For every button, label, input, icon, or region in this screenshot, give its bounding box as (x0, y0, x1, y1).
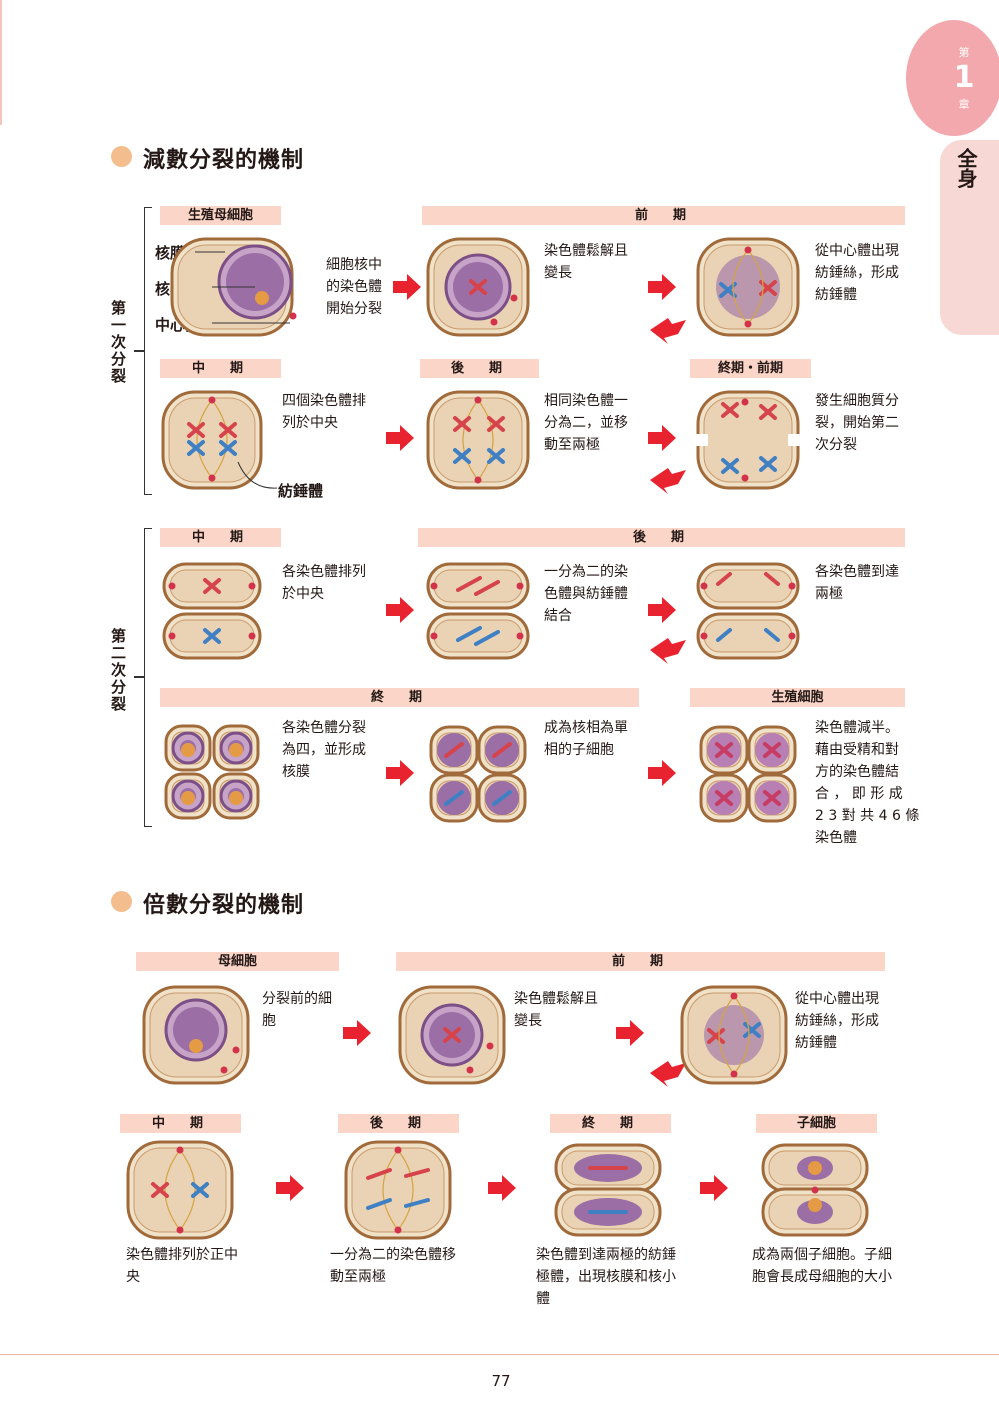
centrosome-icon (431, 633, 438, 640)
centrosome-icon (177, 1227, 184, 1234)
centrosome-icon (290, 313, 297, 320)
cell-cytoplasm (434, 620, 522, 652)
arrow-icon (648, 760, 676, 786)
centrosome-icon (475, 477, 482, 484)
arrow-icon (616, 1020, 644, 1046)
cell-cytoplasm (352, 1148, 444, 1232)
cell-cytoplasm (134, 1148, 226, 1232)
centrosome-icon (209, 475, 216, 482)
centrosome-icon (395, 1147, 402, 1154)
nucleoplasm (226, 253, 284, 311)
centrosome-icon (233, 1047, 240, 1054)
centrosome-icon (395, 1227, 402, 1234)
cell-cytoplasm (704, 570, 792, 602)
arrow-icon (648, 597, 676, 623)
centrosome-icon (249, 583, 256, 590)
arrow-icon (650, 468, 686, 494)
centrosome-icon (812, 1187, 819, 1194)
centrosome-icon (517, 633, 524, 640)
centrosome-icon (789, 583, 796, 590)
centrosome-icon (169, 583, 176, 590)
centrosome-icon (491, 319, 498, 326)
centrosome-icon (467, 1067, 474, 1074)
arrow-icon (648, 274, 676, 300)
nucleolus (808, 1161, 822, 1175)
nucleolus (229, 791, 243, 805)
cleavage-furrow (788, 434, 804, 446)
nucleolus (808, 1198, 822, 1212)
centrosome-icon (221, 1067, 228, 1074)
arrow-icon (386, 597, 414, 623)
centrosome-icon (517, 583, 524, 590)
nucleolus (189, 1039, 203, 1053)
arrow-icon (276, 1175, 304, 1201)
footer-line (0, 1354, 999, 1355)
centrosome-icon (209, 397, 216, 404)
arrow-icon (386, 425, 414, 451)
centrosome-icon (487, 1043, 494, 1050)
centrosome-icon (742, 475, 749, 482)
arrow-icon (650, 638, 686, 664)
cell-cytoplasm (434, 570, 522, 602)
arrow-icon (393, 274, 421, 300)
centrosome-icon (249, 633, 256, 640)
centrosome-icon (731, 1071, 738, 1078)
arrow-icon (650, 1061, 686, 1087)
centrosome-icon (177, 1147, 184, 1154)
cleavage-furrow (692, 434, 708, 446)
centrosome-icon (789, 633, 796, 640)
page-number: 77 (489, 1372, 513, 1390)
centrosome-icon (742, 399, 749, 406)
centrosome-icon (745, 247, 752, 254)
centrosome-icon (431, 583, 438, 590)
nucleolus (181, 791, 195, 805)
centrosome-icon (475, 397, 482, 404)
centrosome-icon (731, 993, 738, 1000)
arrow-icon (650, 318, 686, 344)
centrosome-icon (701, 583, 708, 590)
nucleolus (255, 291, 269, 305)
arrow-icon (386, 760, 414, 786)
cell-cytoplasm (704, 398, 792, 482)
nucleolus (229, 743, 243, 757)
cell-cytoplasm (434, 398, 522, 482)
arrow-icon (648, 425, 676, 451)
arrow-icon (488, 1175, 516, 1201)
centrosome-icon (701, 633, 708, 640)
nucleolus (181, 743, 195, 757)
centrosome-icon (169, 633, 176, 640)
cell-cytoplasm (704, 620, 792, 652)
centrosome-icon (511, 295, 518, 302)
arrow-icon (343, 1020, 371, 1046)
centrosome-icon (745, 321, 752, 328)
arrow-icon (700, 1175, 728, 1201)
